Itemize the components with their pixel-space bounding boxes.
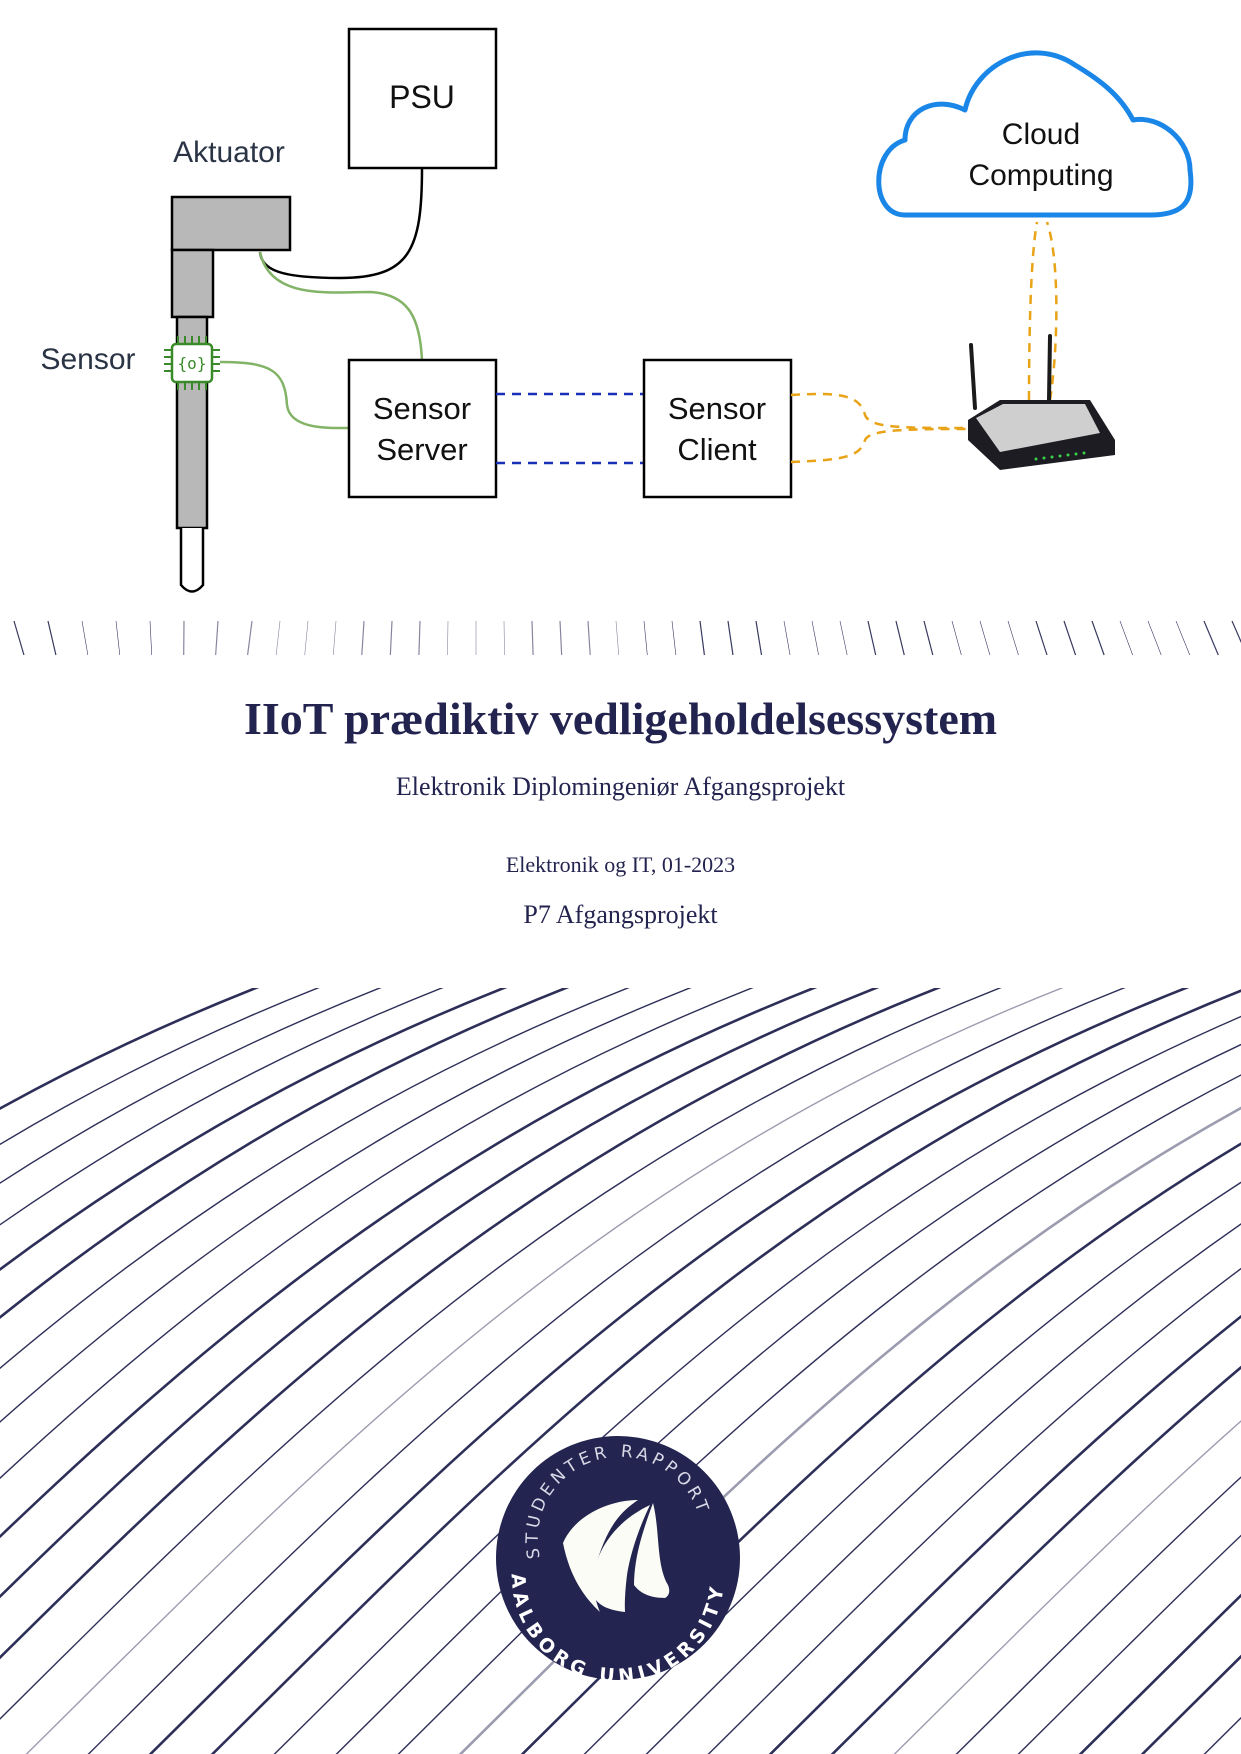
- sensor-client-label-line2: Client: [677, 432, 757, 467]
- client-router-link-top: [790, 392, 969, 430]
- router-cloud-link-right: [1045, 221, 1058, 401]
- aau-wave-emblem-icon: [563, 1500, 670, 1612]
- psu-box: PSU: [347, 27, 498, 170]
- sensor-chip-icon: {o}: [164, 336, 220, 390]
- sensor-label: Sensor: [40, 343, 135, 376]
- sensor-client-box: Sensor Client: [642, 358, 793, 499]
- sensor-server-box: Sensor Server: [347, 358, 498, 499]
- svg-text:{o}: {o}: [178, 354, 207, 373]
- sensor-client-label-line1: Sensor: [668, 391, 766, 426]
- department-date: Elektronik og IT, 01-2023: [505, 852, 736, 877]
- project-name: P7 Afgangsprojekt: [523, 900, 718, 929]
- actuator-to-server-wire: [258, 251, 424, 361]
- cloud-label-line2: Computing: [968, 159, 1113, 192]
- router-cloud-link-left: [1027, 221, 1039, 401]
- actuator-label: Aktuator: [173, 136, 285, 169]
- system-diagram: PSU Aktuator Sensor {o}: [40, 27, 1194, 593]
- wifi-router-icon: [968, 334, 1115, 470]
- client-router-link-bottom: [790, 427, 969, 464]
- psu-label: PSU: [389, 79, 455, 115]
- report-title: IIoT prædiktiv vedligeholdelsessystem: [243, 693, 998, 744]
- power-wire: [258, 167, 424, 280]
- sensor-to-server-wire: [219, 360, 350, 430]
- sensor-server-label-line1: Sensor: [373, 391, 471, 426]
- cloud-label-line1: Cloud: [1002, 118, 1080, 151]
- report-subtitle: Elektronik Diplomingeniør Afgangsprojekt: [395, 772, 846, 801]
- sensor-server-label-line2: Server: [376, 432, 467, 467]
- cloud-icon: Cloud Computing: [876, 50, 1194, 218]
